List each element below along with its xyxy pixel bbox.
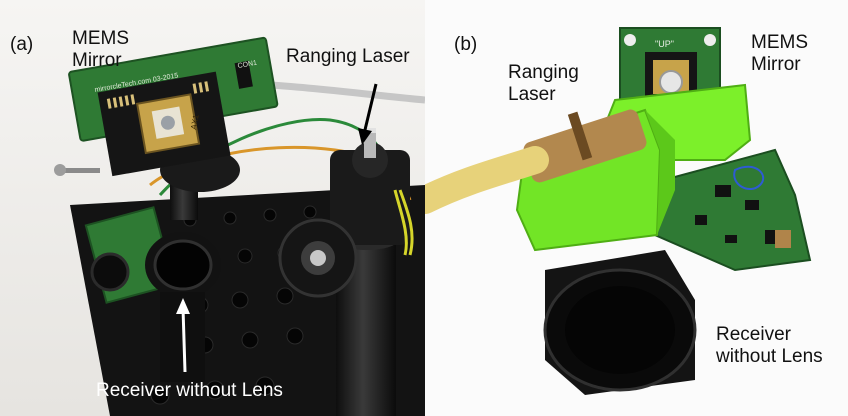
connector-marking: CON1 bbox=[237, 60, 257, 70]
panel-b-tag: (b) bbox=[454, 34, 478, 55]
arrow-to-laser bbox=[358, 83, 378, 145]
chip-marking: AX1 bbox=[189, 113, 201, 130]
receiver-lens-mount bbox=[90, 252, 130, 292]
laser-body bbox=[425, 109, 647, 214]
photo-panel-a: mirrorcleTech.com 03-2015 AX1 CON1 bbox=[0, 0, 425, 416]
mems-mirror-label-a: MEMS Mirror bbox=[72, 28, 129, 71]
receiver-label-b: Receiver without Lens bbox=[716, 324, 823, 367]
ribbon-cable bbox=[269, 81, 425, 104]
panel-a-tag: (a) bbox=[10, 34, 34, 55]
mems-mirror-label-b: MEMS Mirror bbox=[751, 32, 808, 75]
mems-pcb-board bbox=[68, 36, 279, 177]
receiver-label-a: Receiver without Lens bbox=[96, 380, 283, 401]
photo-a-scene: mirrorcleTech.com 03-2015 AX1 CON1 bbox=[0, 0, 425, 416]
ranging-laser-label-a: Ranging Laser bbox=[286, 46, 410, 67]
photo-b-scene: "UP" bbox=[425, 0, 848, 416]
chip-marking-b: "UP" bbox=[655, 39, 674, 49]
yellow-fiber bbox=[393, 189, 414, 256]
thumbscrew bbox=[54, 164, 100, 176]
receiver-tube-b bbox=[543, 250, 697, 395]
arrow-to-receiver bbox=[176, 298, 190, 373]
laser-mount-clamp bbox=[330, 128, 410, 245]
ranging-laser-label-b: Ranging Laser bbox=[508, 62, 579, 105]
yellow-fiber-b bbox=[425, 146, 549, 214]
thumb-knob bbox=[278, 218, 358, 298]
photo-panel-b: "UP" (b) MEMS Mirror Ranging Laser Recei… bbox=[425, 0, 848, 416]
